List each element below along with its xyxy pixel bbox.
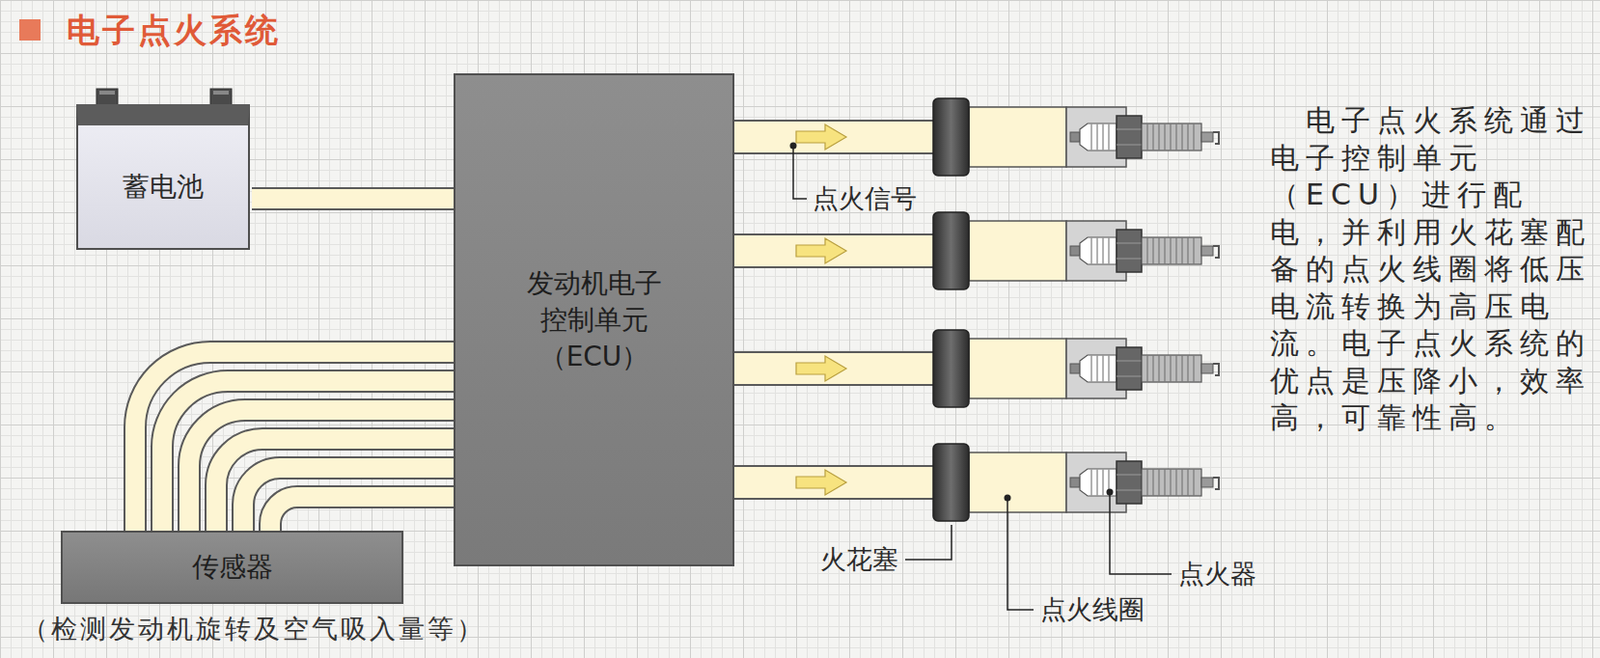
signal-band — [732, 120, 936, 154]
part-label: 点火器 — [1178, 558, 1257, 590]
signal-band — [251, 198, 456, 200]
node-label: 蓄电池 — [122, 170, 204, 204]
terminal-highlight — [213, 90, 229, 95]
signal-label: 点火信号 — [812, 183, 917, 215]
signal-band — [270, 496, 456, 533]
signal-band — [162, 381, 456, 533]
title-marker — [19, 19, 41, 41]
node-label: 发动机电子 控制单元 （ECU） — [524, 265, 663, 376]
ecu-box: 发动机电子 控制单元 （ECU） — [453, 73, 735, 567]
band-fill — [135, 352, 456, 533]
leader-line — [1007, 497, 1034, 610]
band-outline — [251, 187, 456, 211]
band-fill — [189, 410, 456, 533]
band-outline — [189, 410, 456, 533]
leader-line — [905, 524, 952, 560]
part-label: 点火线圈 — [1040, 594, 1145, 626]
signal-band — [732, 234, 936, 268]
diagram-title: 电子点火系统 — [66, 9, 281, 51]
band-fill — [243, 468, 456, 533]
band-outline — [162, 381, 456, 533]
coil-plug-unit — [933, 98, 1219, 176]
band-outline — [270, 496, 456, 533]
terminal-highlight — [99, 90, 115, 95]
signal-band — [732, 352, 936, 386]
node-caption: （检测发动机旋转及空气吸入量等） — [22, 613, 486, 645]
band-fill — [251, 189, 456, 209]
signal-band — [732, 466, 936, 499]
signal-band — [243, 468, 456, 533]
band-outline — [243, 468, 456, 533]
part-label: 火花塞 — [820, 544, 899, 576]
band-outline — [135, 352, 456, 533]
coil-plug-unit — [933, 212, 1219, 290]
leader-line — [1109, 492, 1172, 575]
signal-band — [135, 352, 456, 533]
signal-band — [189, 410, 456, 533]
coil-plug-unit — [933, 443, 1219, 522]
battery-box: 蓄电池 — [76, 104, 250, 250]
sensor-box: 传感器（检测发动机旋转及空气吸入量等） — [60, 530, 404, 605]
coil-plug-unit — [933, 330, 1219, 408]
band-fill — [270, 496, 456, 533]
band-fill — [162, 381, 456, 533]
description-text: 电子点火系统通过电子控制单元（ECU）进行配电，并利用火花塞配备的点火线圈将低压… — [1269, 102, 1599, 438]
signal-band — [216, 439, 456, 533]
band-fill — [216, 439, 456, 533]
node-label: 传感器 — [192, 551, 274, 584]
band-outline — [216, 439, 456, 533]
leader-line — [793, 145, 807, 199]
